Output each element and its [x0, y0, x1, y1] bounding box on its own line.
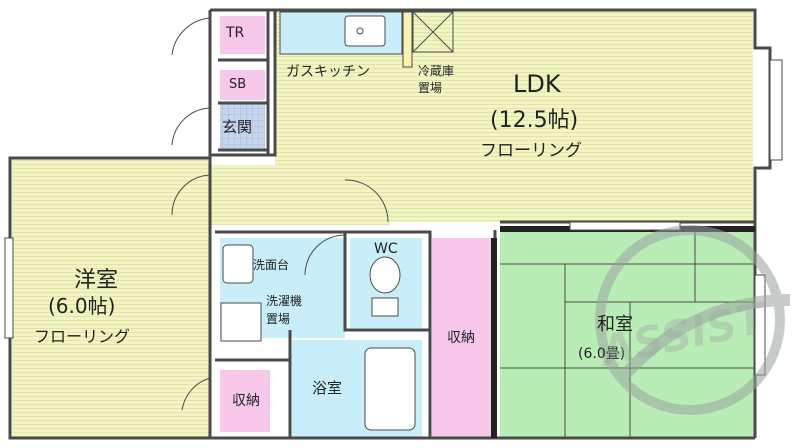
- sb-closet: [220, 70, 265, 100]
- center-storage-label: 収納: [447, 330, 475, 346]
- entrance-label: 玄関: [222, 118, 253, 136]
- washbasin-fixture: [222, 244, 254, 284]
- japanese-size: (6.0畳): [578, 346, 626, 362]
- fridge-label: 冷蔵庫 置場: [418, 64, 455, 95]
- kitchen-divider: [402, 11, 413, 68]
- kitchen-label: ガスキッチン: [286, 64, 370, 80]
- japanese-name: 和室: [597, 314, 633, 335]
- toilet-tank: [371, 297, 399, 317]
- toilet-bowl: [369, 256, 401, 294]
- washing-machine-pan: [220, 302, 262, 342]
- tatami-lines: [500, 230, 755, 438]
- ldk-floor-type: フローリング: [480, 141, 582, 161]
- ldk-size: (12.5帖): [490, 108, 579, 133]
- assist-watermark: [595, 225, 791, 415]
- sink: [344, 15, 386, 47]
- bathtub: [364, 347, 416, 431]
- laundry-label: 洗濯機 置場: [266, 294, 303, 326]
- doors: [171, 17, 389, 411]
- tr-closet: [220, 16, 265, 54]
- fridge-space: [412, 11, 454, 53]
- entrance-tile: [220, 103, 265, 150]
- center-storage: [432, 238, 492, 438]
- storage-divider: [491, 238, 497, 438]
- tr-label: TR: [226, 25, 245, 41]
- sink-drain: [356, 27, 364, 35]
- left-storage: [220, 370, 270, 432]
- fridge-cross: [412, 11, 454, 53]
- windows: [4, 59, 783, 376]
- western-size: (6.0帖): [48, 294, 116, 318]
- washbasin-label: 洗面台: [253, 258, 290, 272]
- bath-label: 浴室: [312, 379, 343, 397]
- western-room-floor: [12, 158, 210, 438]
- western-name: 洋室: [74, 268, 119, 293]
- western-floor-type: フローリング: [34, 327, 131, 346]
- sb-label: SB: [229, 77, 247, 92]
- wc-label: WC: [374, 241, 398, 257]
- ldk-name: LDK: [513, 70, 561, 98]
- left-storage-label: 収納: [232, 393, 260, 409]
